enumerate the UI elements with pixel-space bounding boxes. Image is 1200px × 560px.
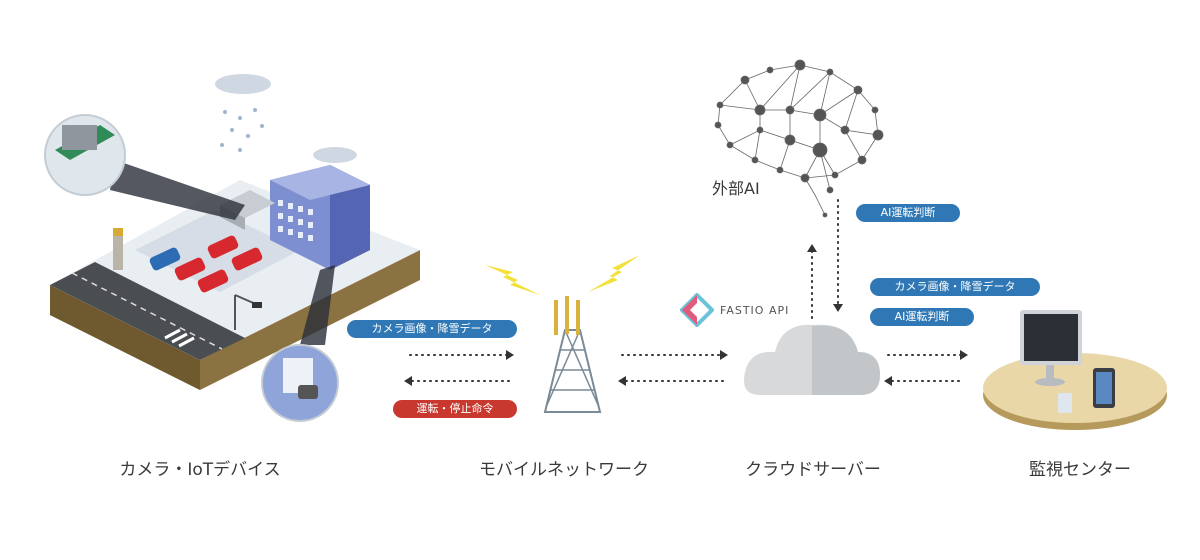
node-label-monitor: 監視センター [1029,460,1131,480]
arrow-device-to-network [409,350,514,360]
monitoring-desk-icon [983,310,1167,430]
arrow-ai-to-cloud [833,199,843,312]
arrow-cloud-to-monitor [887,350,968,360]
signal-bolt-icon [588,255,640,292]
pill-ai-decision-right: AI運転判断 [870,308,974,326]
pill-camera-snow-data-right: カメラ画像・降雪データ [870,278,1040,296]
signal-bolt-icon [485,265,540,295]
arrow-cloud-to-network [618,376,725,386]
ai-brain-icon [714,59,884,218]
node-label-devices: カメラ・IoTデバイス [119,460,281,480]
fastio-api-logo: FASTIO API [680,292,789,328]
pill-camera-snow-data-left: カメラ画像・降雪データ [347,320,517,338]
arrow-monitor-to-cloud [884,376,965,386]
building-icon [270,165,370,270]
node-label-cloud: クラウドサーバー [745,460,881,480]
car-icon [149,235,263,293]
city-illustration [44,74,420,422]
node-label-network: モバイルネットワーク [479,460,649,480]
arrow-network-to-cloud [621,350,728,360]
cell-tower-icon [485,255,640,413]
fastio-logo-icon [680,293,714,327]
external-ai-label: 外部AI [712,179,760,198]
pill-ai-decision-top: AI運転判断 [856,204,960,222]
fastio-api-text: FASTIO API [720,303,790,317]
arrow-cloud-to-ai [807,244,817,319]
cloud-server-icon [744,324,880,395]
pill-run-stop-command: 運転・停止命令 [393,400,517,418]
arrow-network-to-device [404,376,513,386]
snow-cloud-icon [215,74,357,163]
